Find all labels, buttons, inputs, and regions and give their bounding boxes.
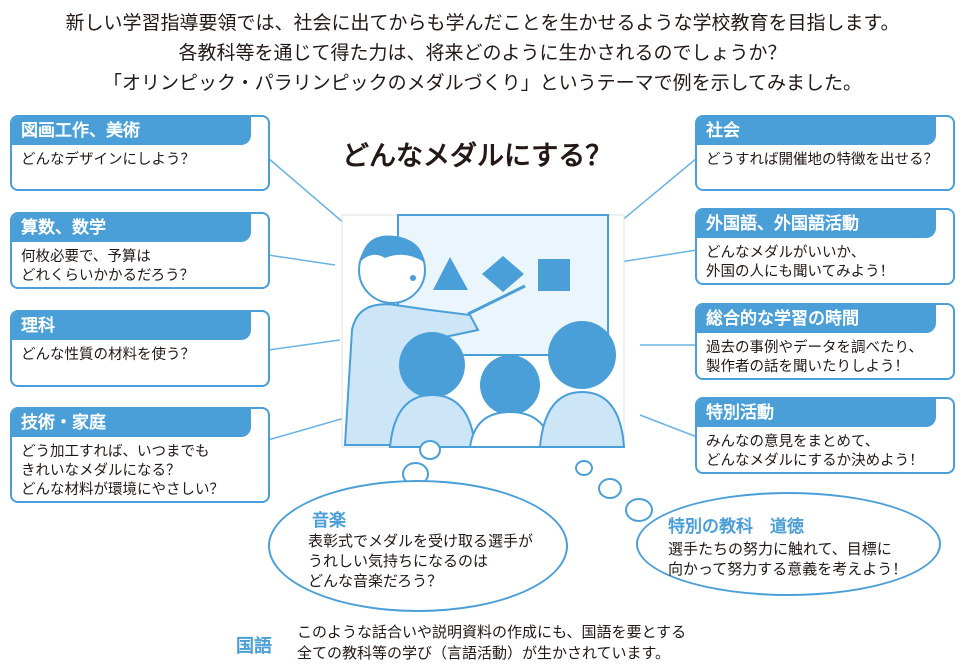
- intro-line-3: 「オリンピック・パラリンピックのメダルづくり」というテーマで例を示してみました。: [102, 72, 863, 94]
- subject-box-special-activities: 特別活動 みんなの意見をまとめて、 どんなメダルにするか決めよう！: [695, 397, 955, 474]
- subject-box-social: 社会 どうすれば開催地の特徴を出せる？: [695, 115, 955, 191]
- subject-title: 算数、数学: [12, 214, 252, 242]
- kokugo-body: このような話合いや説明資料の作成にも、国語を要とする 全ての教科等の学び（言語活…: [297, 623, 687, 662]
- subject-body: どんな性質の材料を使う？: [21, 347, 195, 363]
- subject-title: 技術・家庭: [12, 409, 252, 437]
- subject-body: どう加工すれば、いつまでも きれいなメダルになる？ どんな材料が環境にやさしい？: [21, 444, 224, 498]
- subject-title: 外国語、外国語活動: [697, 210, 937, 238]
- subject-body: どんなデザインにしよう？: [21, 152, 195, 168]
- bubble-title: 特別の教科 道徳: [668, 517, 804, 537]
- kokugo-label: 国語: [236, 636, 272, 657]
- subject-body: どうすれば開催地の特徴を出せる？: [706, 152, 938, 168]
- subject-title: 総合的な学習の時間: [697, 305, 937, 333]
- thought-dot: [575, 460, 593, 476]
- main-question: どんなメダルにする？: [342, 141, 613, 172]
- intro-text: 新しい学習指導要領では、社会に出てからも学んだことを生かせるような学校教育を目指…: [0, 8, 965, 98]
- bubble-body: 選手たちの努力に触れて、目標に 向かって努力する意義を考えよう！: [668, 540, 908, 578]
- subject-box-foreign-language: 外国語、外国語活動 どんなメダルがいいか、 外国の人にも聞いてみよう！: [695, 208, 955, 285]
- student-right: [538, 321, 626, 448]
- intro-line-1: 新しい学習指導要領では、社会に出てからも学んだことを生かせるような学校教育を目指…: [65, 12, 900, 34]
- subject-title: 図画工作、美術: [12, 117, 252, 145]
- triangle-shape: [433, 257, 468, 290]
- subject-body: 何枚必要で、予算は どれくらいかかるだろう？: [21, 249, 195, 284]
- subject-body: 過去の事例やデータを調べたり、 製作者の話を聞いたりしよう！: [706, 340, 923, 375]
- subject-title: 理科: [12, 312, 252, 340]
- bubble-body: 表彰式でメダルを受け取る選手が うれしい気持ちになるのは どんな音楽だろう？: [308, 532, 534, 590]
- subject-box-science: 理科 どんな性質の材料を使う？: [10, 310, 270, 387]
- subject-title: 特別活動: [697, 399, 937, 427]
- thought-dot: [598, 478, 622, 499]
- student-left: [388, 332, 477, 448]
- subject-box-integrated-study: 総合的な学習の時間 過去の事例やデータを調べたり、 製作者の話を聞いたりしよう！: [695, 303, 955, 380]
- subject-box-art: 図画工作、美術 どんなデザインにしよう？: [10, 115, 270, 191]
- bubble-title: 音楽: [312, 511, 346, 531]
- subject-box-technology-home: 技術・家庭 どう加工すれば、いつまでも きれいなメダルになる？ どんな材料が環境…: [10, 407, 270, 503]
- subject-title: 社会: [697, 117, 937, 145]
- bubble-moral-education: 特別の教科 道徳 選手たちの努力に触れて、目標に 向かって努力する意義を考えよう…: [636, 492, 941, 596]
- thought-dot: [625, 498, 653, 522]
- subject-body: どんなメダルがいいか、 外国の人にも聞いてみよう！: [706, 245, 895, 280]
- square-shape: [538, 259, 570, 291]
- bubble-music: 音楽 表彰式でメダルを受け取る選手が うれしい気持ちになるのは どんな音楽だろう…: [268, 480, 568, 612]
- diamond-shape: [482, 256, 524, 292]
- subject-box-math: 算数、数学 何枚必要で、予算は どれくらいかかるだろう？: [10, 212, 270, 289]
- subject-body: みんなの意見をまとめて、 どんなメダルにするか決めよう！: [706, 434, 924, 469]
- thought-dot: [419, 440, 441, 460]
- intro-line-2: 各教科等を通じて得た力は、将来どのように生かされるのでしょうか？: [178, 42, 787, 64]
